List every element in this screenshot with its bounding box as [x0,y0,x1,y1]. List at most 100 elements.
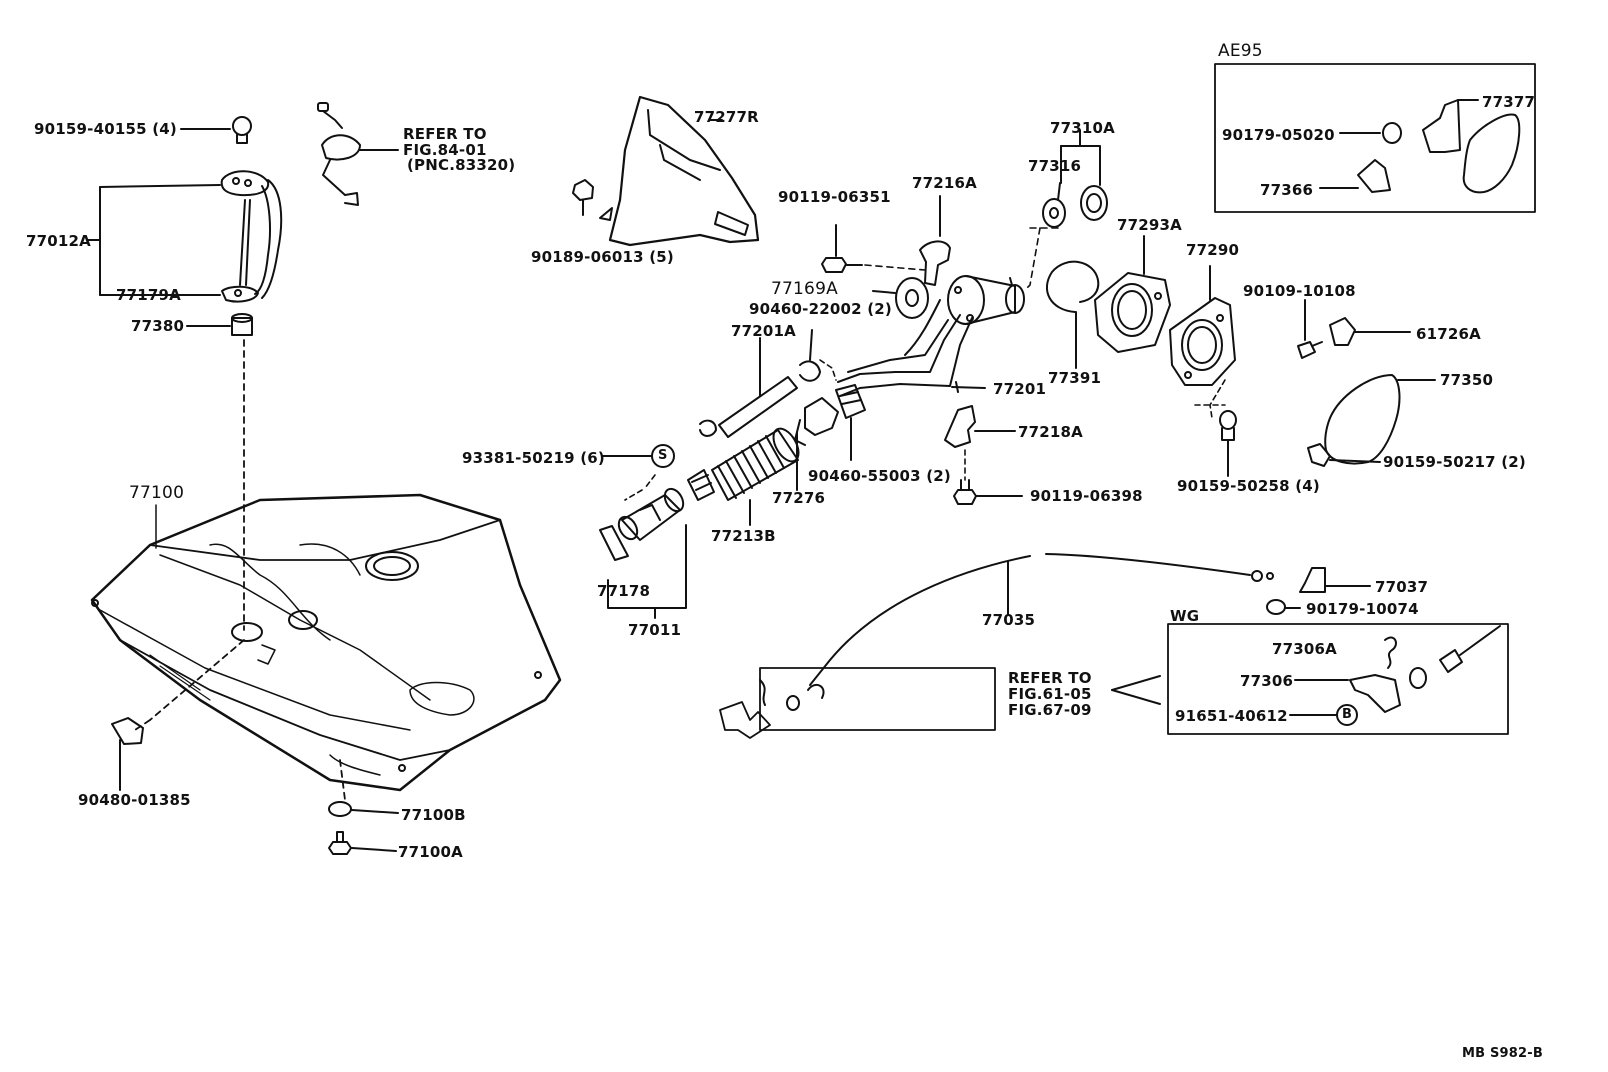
label-90189-06013: 90189-06013 (5) [531,248,674,266]
label-77306A: 77306A [1272,640,1337,658]
label-90119-06351: 90119-06351 [778,188,891,206]
tank-dashed-lines [134,339,346,801]
screw-90109-10108 [1297,299,1323,359]
label-77290: 77290 [1186,241,1240,259]
label-91651-40612: 91651-40612 [1175,707,1288,725]
refer-arrow [1111,675,1161,705]
label-77216A: 77216A [912,174,977,192]
label-fig-61-05: FIG.61-05 [1008,685,1092,703]
bolt-90189-06013 [572,179,594,216]
fuel-door-77350 [1324,374,1436,465]
wg-box [1167,623,1509,735]
label-77037: 77037 [1375,578,1429,596]
bolt-90119-06398 [953,479,1023,505]
symbol-s-letter: S [658,448,668,463]
grommet-77380 [186,313,253,336]
label-77179A: 77179A [116,286,181,304]
label-77350: 77350 [1440,371,1494,389]
clamp-77178 [599,525,629,561]
footer-code: MB S982-B [1462,1046,1543,1061]
label-77306: 77306 [1240,672,1294,690]
label-90460-55003: 90460-55003 (2) [808,467,951,485]
bolt-77100A [328,831,397,855]
bolt-90119-06351 [821,224,863,273]
label-77391: 77391 [1048,369,1102,387]
bracket-77011 [607,524,687,619]
clip-90480-01385 [111,717,144,791]
label-77012A: 77012A [26,232,91,250]
clamp-90460-55003 [835,384,866,461]
gasket-77169A [872,277,929,319]
label-77100: 77100 [129,483,185,503]
ring-77391 [1046,260,1100,369]
gauge-assembly-77012A [86,170,283,303]
label-ae95: AE95 [1218,41,1263,61]
label-90179-05020: 90179-05020 [1222,126,1335,144]
bolt-90159-50258 [1219,410,1237,477]
filler-neck-77201 [837,275,1025,397]
label-90159-50258: 90159-50258 (4) [1177,477,1320,495]
label-90159-50217: 90159-50217 (2) [1383,453,1526,471]
lever-77037 [1299,567,1371,593]
label-refer-84: REFER TO [403,125,487,143]
label-61726A: 61726A [1416,325,1481,343]
cap-77310A [1057,129,1108,221]
housing-77293A [1094,235,1171,353]
label-90480-01385: 90480-01385 [78,791,191,809]
label-fig-84-01: FIG.84-01 [403,141,487,159]
fuel-tank-group [90,493,562,792]
clamp-90460-22002 [799,329,821,382]
nut-90179-10074 [1266,599,1301,615]
label-90460-22002: 90460-22002 (2) [749,300,892,318]
label-77011: 77011 [628,621,682,639]
clamp-77216A [919,195,951,286]
clamp-small-2 [687,469,715,501]
screw-90159-50217 [1307,443,1381,467]
label-77100A: 77100A [398,843,463,861]
label-77218A: 77218A [1018,423,1083,441]
label-pnc-83320: (PNC.83320) [407,156,516,174]
label-77169A: 77169A [771,279,838,299]
bolt-90159-40155 [180,116,252,144]
label-77276: 77276 [772,489,826,507]
gasket-77316 [1042,198,1066,228]
label-77377: 77377 [1482,93,1536,111]
filler-hose-77213B [711,427,800,526]
label-90109-10108: 90109-10108 [1243,282,1356,300]
label-90179-10074: 90179-10074 [1306,600,1419,618]
clip-61726A [1329,317,1411,346]
clamp-small-1 [699,419,717,437]
fuel-sender-ref [317,102,399,206]
label-77178: 77178 [597,582,651,600]
symbol-s-93381 [601,444,675,468]
housing-77290 [1169,265,1236,386]
label-77201A: 77201A [731,322,796,340]
breather-hose-77201A [718,337,798,438]
fuel-tank-77100 [90,493,562,792]
label-wg: WG [1170,607,1200,625]
label-77310A: 77310A [1050,119,1115,137]
label-77035: 77035 [982,611,1036,629]
cable-77035 [809,553,1274,686]
label-77316: 77316 [1028,157,1082,175]
label-77277R: 77277R [694,108,759,126]
label-77213B: 77213B [711,527,776,545]
bracket-77218A [944,405,1016,448]
label-90119-06398: 90119-06398 [1030,487,1143,505]
nut-77100B [328,801,399,817]
label-fig-67-09: FIG.67-09 [1008,701,1092,719]
label-93381-50219: 93381-50219 (6) [462,449,605,467]
pipe-77011 [617,487,685,541]
symbol-b-letter: B [1342,707,1353,722]
label-77293A: 77293A [1117,216,1182,234]
ae95-box [1214,63,1536,213]
label-77201: 77201 [993,380,1047,398]
label-90159-40155: 90159-40155 (4) [34,120,177,138]
label-77366: 77366 [1260,181,1314,199]
label-refer-61: REFER TO [1008,669,1092,687]
label-77380: 77380 [131,317,185,335]
label-77100B: 77100B [401,806,466,824]
protector-77277R [599,95,760,247]
